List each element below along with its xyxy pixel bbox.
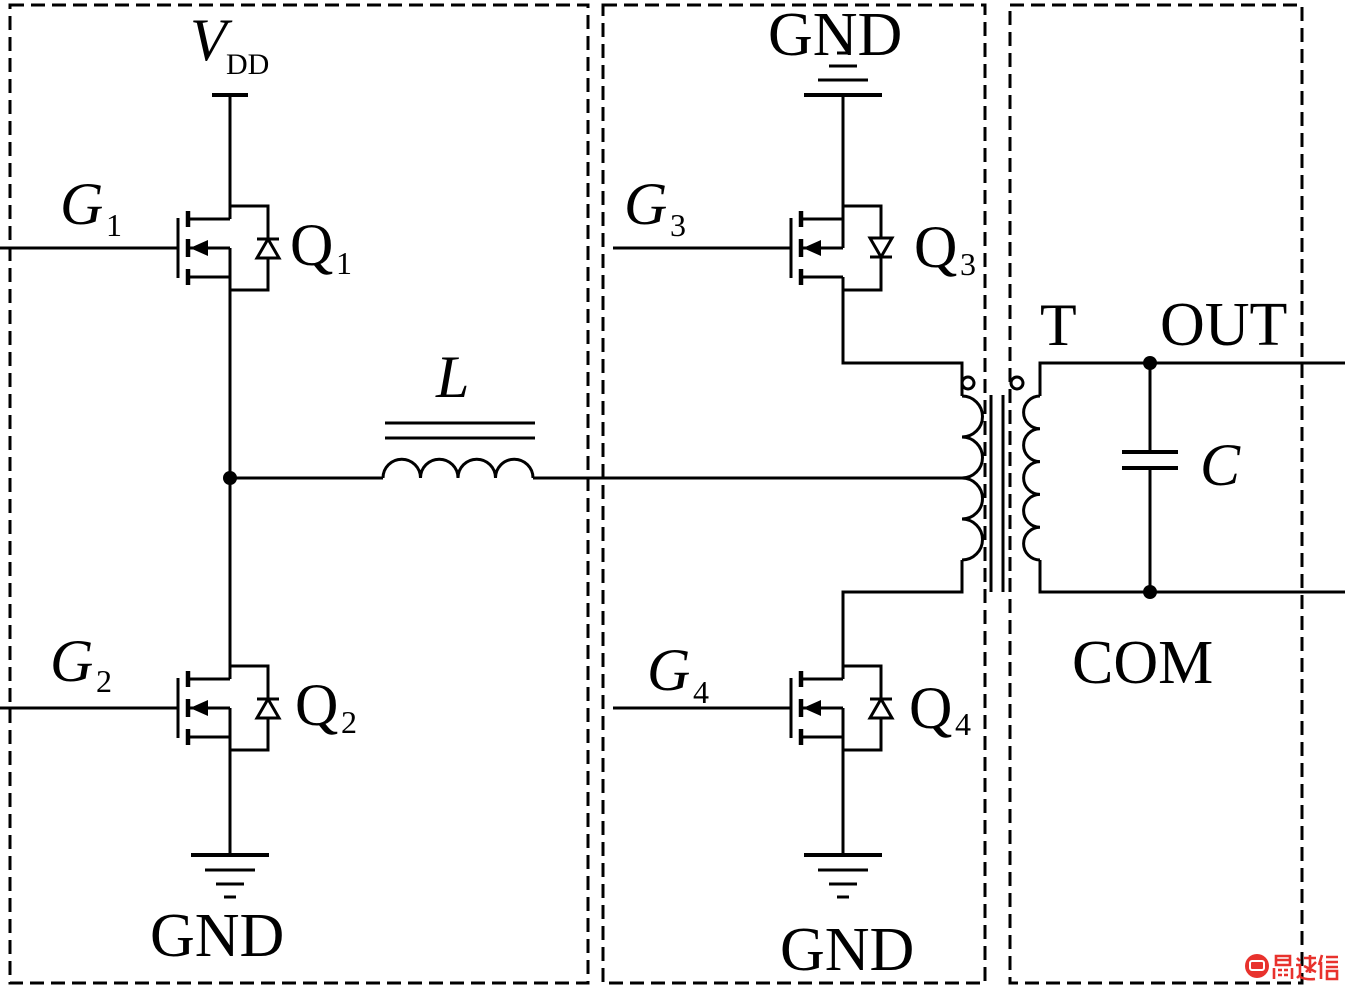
body-diode-triangle-icon [867,696,895,720]
gate-subscript-g4: 4 [693,674,709,710]
transistor-subscript-q3: 3 [960,246,976,282]
ground-symbol-left [191,853,269,899]
transistor-subscript-q1: 1 [336,245,352,281]
secondary-polarity-dot [1009,375,1025,391]
body-diode-triangle-icon [254,696,282,720]
ground-symbol-bottom [804,853,882,899]
supply-subscript: DD [226,48,269,81]
watermark-glyph [1317,954,1339,981]
wiring [0,51,1345,899]
transistor-subscript-q2: 2 [341,704,357,740]
body-arrow-icon [803,240,821,256]
ground-label-left: GND [150,902,284,970]
mosfet-q2 [176,664,282,752]
transistor-label-q1: Q [290,212,333,278]
mosfet-q3 [789,204,895,292]
output-wire [1038,361,1345,396]
body-diode-triangle-icon [254,236,282,260]
body-arrow-icon [190,240,208,256]
supply-label: V [190,7,233,73]
ground-label-top: GND [768,1,902,69]
body-arrow-icon [803,700,821,716]
inductor-coil [381,457,535,479]
transistor-label-q3: Q [914,214,957,280]
dashed-frames [8,3,1304,985]
ground-symbol-top [804,51,882,97]
transformer-secondary-coil [1022,394,1041,562]
transistor-subscript-q4: 4 [955,706,971,742]
body-diode-triangle-icon [867,236,895,260]
primary-polarity-dot [960,375,976,391]
gate-label-g3: G [624,171,667,237]
watermark-glyph [1296,955,1317,981]
frame-push-pull [601,3,987,985]
watermark-glyphs [1272,954,1339,981]
gate-subscript-g1: 1 [106,207,122,243]
ground-label-bottom: GND [780,916,914,984]
watermark-logo [1245,954,1339,981]
q4-drain-wire [841,560,964,666]
body-arrow-icon [190,700,208,716]
gate-subscript-g3: 3 [670,207,686,243]
gate-label-g4: G [647,637,690,703]
labels: V DD G 1 Q 1 L G 2 Q 2 GND GND GND G 3 Q… [50,1,1287,984]
mosfet-q4 [789,664,895,752]
watermark-badge-icon [1245,954,1269,978]
gate-label-g2: G [50,628,93,694]
frame-output-filter [1008,3,1304,985]
gate-label-g1: G [60,171,103,237]
output-label: OUT [1160,291,1287,359]
common-wire [1038,560,1345,594]
transformer-label: T [1040,292,1077,358]
watermark-badge-inner [1249,960,1265,971]
common-label: COM [1072,629,1213,697]
capacitor-label: C [1200,432,1241,498]
transformer-primary-coil [961,394,984,562]
watermark-glyph [1272,954,1294,979]
transistor-label-q2: Q [295,672,338,738]
mosfet-q1 [176,204,282,292]
inductor-label: L [435,344,469,410]
transistor-label-q4: Q [909,675,952,741]
gate-subscript-g2: 2 [96,663,112,699]
